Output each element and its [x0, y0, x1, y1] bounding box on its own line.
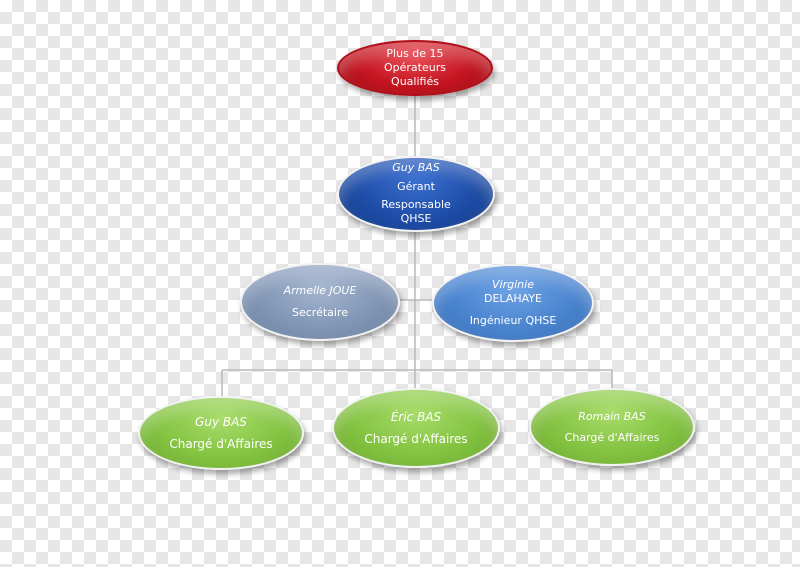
node-operators-line-1: Plus de 15 [386, 47, 444, 61]
node-operators: Plus de 15 Opérateurs Qualifiés [337, 40, 493, 96]
node-manager-role-3: QHSE [400, 212, 432, 226]
node-operators-line-2: Opérateurs [384, 61, 446, 75]
node-engineer-name-1: Virginie [492, 278, 534, 292]
node-engineer-name-2: DELAHAYE [484, 292, 542, 306]
node-manager: Guy BAS Gérant Responsable QHSE [337, 156, 495, 232]
node-manager-role-1: Gérant [397, 179, 435, 193]
node-affaires-eric-name: Éric BAS [390, 409, 442, 424]
node-secretary-role: Secrétaire [291, 306, 348, 319]
node-secretary: Armelle JOUE Secrétaire [240, 263, 400, 341]
node-affaires-romain-role: Chargé d'Affaires [564, 430, 660, 444]
node-affaires-romain-name: Romain BAS [578, 409, 646, 423]
node-affaires-romain: Romain BAS Chargé d'Affaires [529, 388, 695, 466]
node-secretary-name: Armelle JOUE [283, 284, 357, 298]
node-engineer-role: Ingénieur QHSE [469, 313, 557, 327]
node-affaires-eric: Éric BAS Chargé d'Affaires [332, 388, 500, 468]
node-engineer: Virginie DELAHAYE Ingénieur QHSE [432, 264, 594, 342]
node-manager-name: Guy BAS [392, 161, 440, 175]
node-affaires-guy-name: Guy BAS [195, 414, 247, 429]
node-affaires-guy: Guy BAS Chargé d'Affaires [138, 396, 304, 470]
node-operators-line-3: Qualifiés [391, 74, 439, 88]
node-affaires-eric-role: Chargé d'Affaires [364, 431, 468, 446]
node-manager-role-2: Responsable [381, 198, 451, 211]
node-affaires-guy-role: Chargé d'Affaires [169, 436, 273, 451]
